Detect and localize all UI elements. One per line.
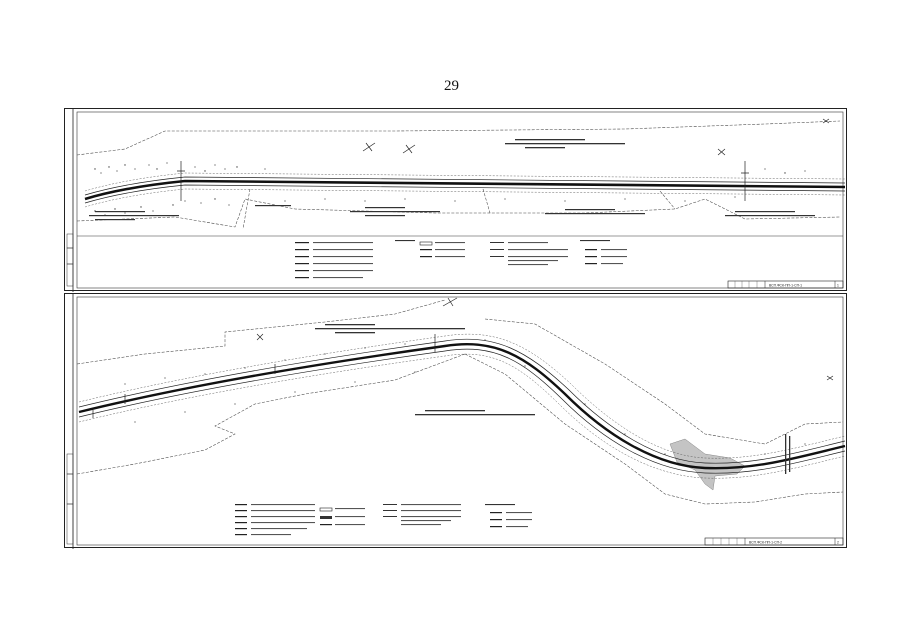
survey-markers-1	[177, 118, 830, 201]
road-corridor-2	[78, 333, 846, 479]
page-number: 29	[444, 78, 459, 94]
road-corridor-1	[84, 172, 846, 208]
boundary-lines	[76, 120, 841, 230]
map-sheet-1: ВСП.ФСК-ПП-1-СП-1 1	[64, 108, 847, 292]
sheet-number-1: 1	[837, 284, 839, 288]
map-sheet-2: ВСП.ФСК-ПП-1-СП-2 2	[64, 293, 847, 549]
terrain-dots-1	[94, 162, 806, 216]
sheet-number-2: 2	[837, 541, 839, 545]
shaded-area	[669, 438, 746, 491]
binding-cells-2	[66, 453, 74, 545]
survey-markers-2	[92, 297, 834, 418]
title-stamp-1: ВСП.ФСК-ПП-1-СП-1 1	[727, 280, 844, 289]
stamp-code-2: ВСП.ФСК-ПП-1-СП-2	[749, 541, 782, 545]
map-labels-1	[89, 139, 815, 221]
title-stamp-2: ВСП.ФСК-ПП-1-СП-2 2	[704, 537, 844, 546]
stamp-code-1: ВСП.ФСК-ПП-1-СП-1	[769, 284, 802, 288]
map-drawing-2: ВСП.ФСК-ПП-1-СП-2 2	[66, 294, 846, 549]
map-drawing-1: ВСП.ФСК-ПП-1-СП-1 1	[66, 109, 846, 292]
legend-2	[235, 504, 532, 536]
map-labels-2	[315, 324, 791, 474]
binding-cells	[66, 233, 74, 287]
terrain-dots-2	[124, 339, 806, 455]
boundary-lines-2	[76, 299, 844, 505]
legend-1	[295, 240, 627, 279]
